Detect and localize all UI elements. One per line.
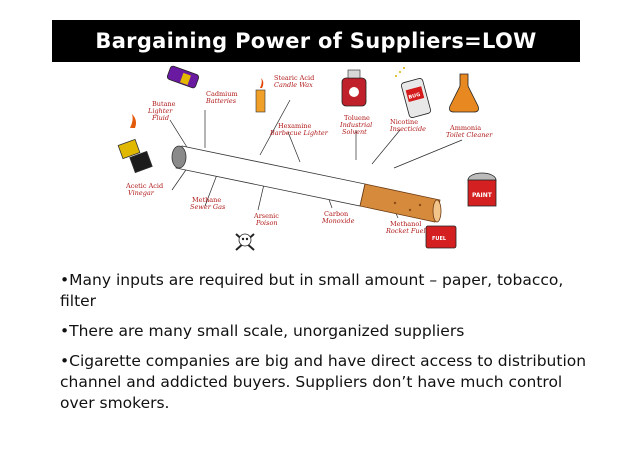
cigarette-ingredients-illustration: BUG PAINT FUEL Butane Lighter [110,60,516,265]
bullet-inputs: •Many inputs are required but in small a… [60,270,590,312]
bug-spray-illustration: BUG [395,67,431,118]
label-nicotine-use: Insecticide [389,125,426,133]
fuel-can-illustration: FUEL [426,226,456,248]
label-toluene-use-2: Solvent [342,128,367,136]
paint-can-illustration: PAINT [468,173,496,206]
lighter-illustration [118,114,152,173]
battery-illustration [167,65,200,88]
solvent-bottle-illustration [342,70,366,106]
bullet-suppliers: •There are many small scale, unorganized… [60,321,590,342]
bullet-cigarette-companies: •Cigarette companies are big and have di… [60,351,590,414]
label-acetic-acid-use: Vinegar [128,189,155,197]
bullet-list: •Many inputs are required but in small a… [60,270,590,423]
label-methane-use: Sewer Gas [190,203,226,211]
label-stearic-acid-use: Candle Wax [274,81,313,89]
label-butane-use-2: Fluid [151,114,169,122]
flask-illustration [450,74,479,112]
label-arsenic-use: Poison [255,219,278,227]
label-ammonia-use: Toilet Cleaner [446,131,493,139]
label-cadmium-use: Batteries [205,97,237,105]
fuel-can-label: FUEL [432,236,447,242]
slide-title: Bargaining Power of Suppliers=LOW [52,20,580,62]
paint-can-label: PAINT [472,192,493,199]
label-hexamine-use: Barbecue Lighter [269,129,329,137]
candle-illustration [256,78,265,112]
label-carbon-monoxide-2: Monoxide [321,217,355,225]
label-methanol-use: Rocket Fuel [385,227,426,235]
skull-crossbones-icon [236,234,254,250]
